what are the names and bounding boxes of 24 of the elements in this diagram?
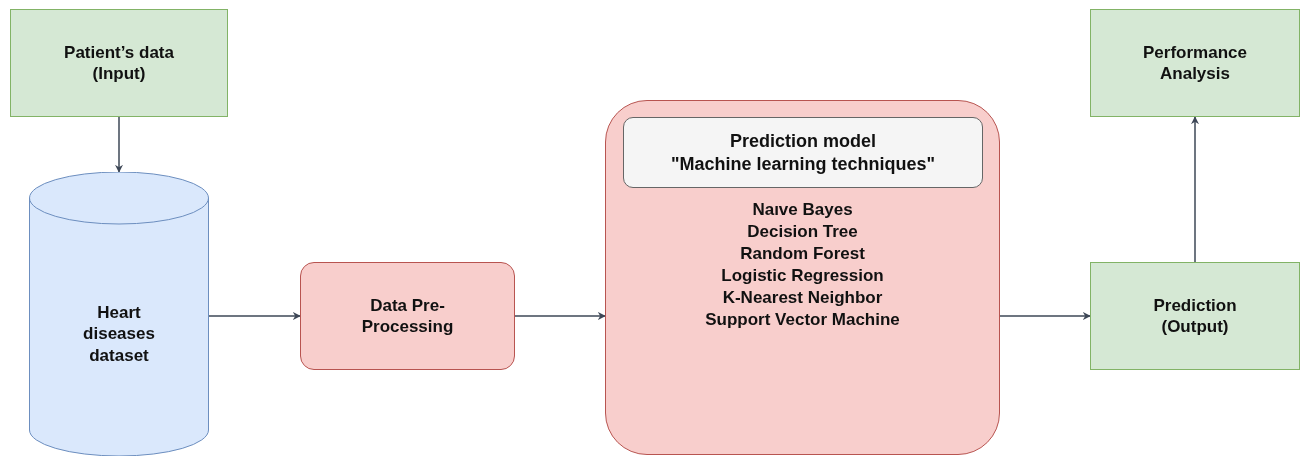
algorithm-name: Naıve Bayes	[752, 199, 853, 221]
node-label: Heart diseases dataset	[82, 302, 156, 366]
algorithm-name: Logistic Regression	[721, 265, 884, 288]
model-heading: Prediction model	[730, 130, 876, 153]
process-box	[300, 262, 515, 370]
model-container	[605, 100, 1000, 455]
header-box	[623, 117, 983, 188]
arrow	[514, 312, 606, 320]
arrow	[208, 312, 301, 320]
algorithm-name: Random Forest	[740, 243, 865, 266]
algorithm-name: K-Nearest Neighbor	[722, 287, 883, 310]
node-label: Data Pre-Processing	[360, 294, 455, 338]
process-box	[1090, 262, 1300, 370]
process-box	[10, 9, 228, 117]
node-label: Performance Analysis	[1142, 41, 1248, 85]
node-label: Prediction (Output)	[1152, 294, 1238, 338]
process-box	[1090, 9, 1300, 117]
arrow	[115, 116, 123, 173]
arrow	[999, 312, 1091, 320]
arrow	[1191, 116, 1199, 263]
node-label: Patient’s data (Input)	[63, 41, 175, 85]
algorithm-name: Decision Tree	[747, 221, 858, 244]
model-heading: "Machine learning techniques"	[670, 152, 936, 175]
algorithm-name: Support Vector Machine	[705, 309, 900, 332]
